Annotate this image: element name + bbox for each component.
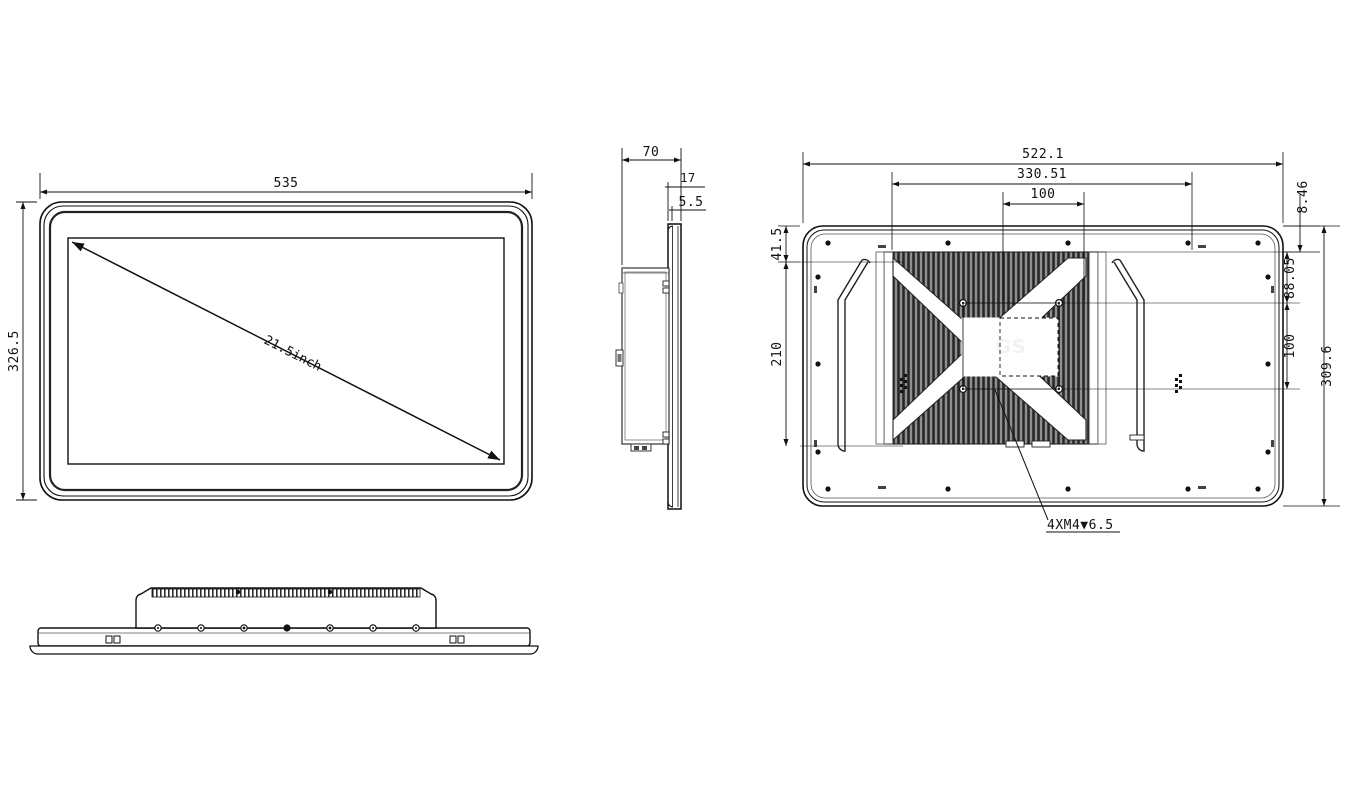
bottom-chassis-body xyxy=(135,587,437,629)
side-front-panel xyxy=(667,223,682,510)
rear-bracket-arms-lower xyxy=(861,258,1121,264)
side-clip-bottom-b xyxy=(662,438,670,445)
side-view-group xyxy=(615,148,706,510)
side-chassis-body xyxy=(621,267,670,445)
rear-vesa-square xyxy=(962,302,1060,390)
rear-inner-width-label: 330.51 xyxy=(1017,167,1067,182)
rear-left-top-label: 41.5 xyxy=(770,227,785,260)
rear-io-cutouts xyxy=(1005,434,1145,448)
side-bottom-port-b xyxy=(642,446,647,450)
side-clip-bottom-a xyxy=(662,431,670,438)
rear-upper-gap-label: 88.05 xyxy=(1283,257,1298,299)
rear-shell-inner xyxy=(806,229,1280,503)
side-glass-label: 5.5 xyxy=(679,195,704,210)
rear-thread-callout-label: 4XM4▼6.5 xyxy=(1047,518,1114,533)
rear-overall-height-label: 309.6 xyxy=(1320,345,1335,387)
rear-overall-width-label: 522.1 xyxy=(1022,147,1064,162)
rear-heatsink-outer-left xyxy=(875,251,885,445)
side-bezel-label: 17 xyxy=(680,171,695,185)
side-depth-label: 70 xyxy=(643,145,660,160)
bottom-fin-marker-b xyxy=(327,589,333,595)
brand-logo-text: GS xyxy=(995,336,1026,358)
bottom-port-holes xyxy=(154,624,420,632)
front-height-label: 326.5 xyxy=(7,330,22,372)
bottom-panel-lip xyxy=(29,645,539,655)
rear-vesa-width-label: 100 xyxy=(1031,187,1056,202)
rear-top-offset-label: 8.46 xyxy=(1296,180,1311,213)
rear-left-height-label: 210 xyxy=(770,342,785,367)
front-diagonal-line xyxy=(71,241,501,461)
front-view-group xyxy=(16,173,533,501)
side-clip-top-b xyxy=(662,287,670,294)
rear-heatsink-frame-left xyxy=(883,251,894,445)
rear-bracket-arms xyxy=(837,259,1145,452)
side-vent-slot xyxy=(618,282,624,294)
rear-screw-bosses xyxy=(815,240,1271,492)
side-connector-detail xyxy=(617,354,622,362)
side-bottom-port-block xyxy=(630,443,652,452)
rear-heatsink-outer-right xyxy=(1097,251,1107,445)
side-top-round xyxy=(667,225,674,232)
side-bottom-round xyxy=(667,501,674,508)
rear-vesa-height-label: 100 xyxy=(1283,334,1298,359)
bottom-bracket-slots xyxy=(105,635,465,644)
front-bezel-frame xyxy=(48,210,524,492)
rear-thread-leader xyxy=(994,389,1049,521)
rear-shell-inner2 xyxy=(810,233,1276,499)
rear-view-group: GS xyxy=(778,152,1340,533)
rear-bracket-center xyxy=(966,318,1056,374)
rear-heatsink-frame-right xyxy=(1088,251,1099,445)
front-width-label: 535 xyxy=(274,176,299,191)
bottom-fin-marker-a xyxy=(235,589,241,595)
bottom-fin-band xyxy=(151,588,421,598)
rear-label-marks xyxy=(814,245,1274,489)
rear-hatch-marks xyxy=(900,374,1182,393)
side-bottom-port-a xyxy=(634,446,639,450)
side-chassis-inner xyxy=(624,271,667,441)
rear-hidden-outline xyxy=(999,317,1059,377)
bottom-view-group xyxy=(29,587,539,655)
side-clip-top-a xyxy=(662,280,670,287)
front-bezel-inner-line xyxy=(43,205,529,497)
